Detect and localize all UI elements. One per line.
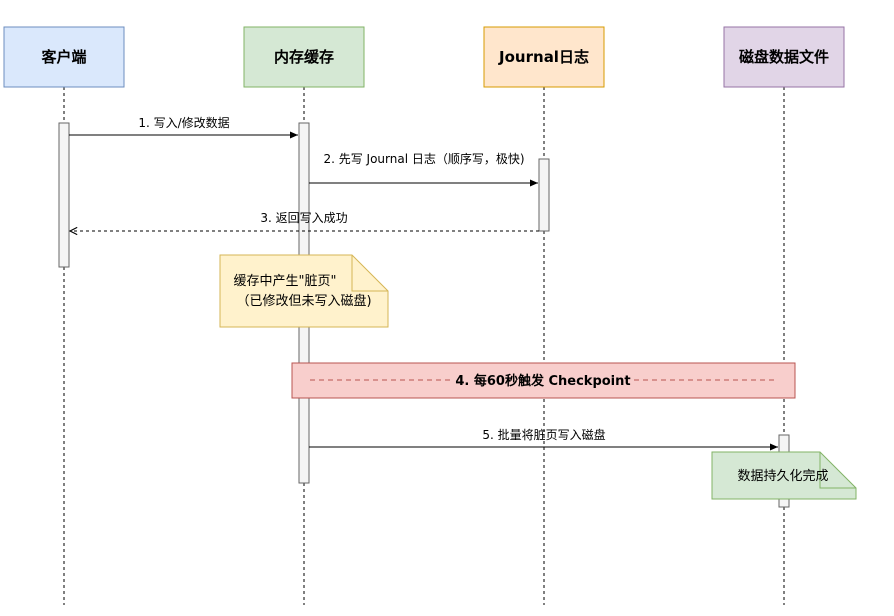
participant-label: Journal日志 xyxy=(498,48,589,66)
note-dirty-page: 缓存中产生"脏页" （已修改但未写入磁盘) xyxy=(219,254,389,328)
message-5: 5. 批量将脏页写入磁盘 xyxy=(309,427,778,451)
message-label: 1. 写入/修改数据 xyxy=(138,115,229,130)
participant-journal: Journal日志 xyxy=(483,26,605,88)
message-3: 3. 返回写入成功 xyxy=(70,211,539,231)
checkpoint-label: 4. 每60秒触发 Checkpoint xyxy=(455,373,630,389)
note-text: 缓存中产生"脏页" xyxy=(234,274,337,289)
participant-label: 内存缓存 xyxy=(274,48,334,66)
note-text: 数据持久化完成 xyxy=(737,469,828,484)
participant-cache: 内存缓存 xyxy=(243,26,365,88)
participant-disk: 磁盘数据文件 xyxy=(723,26,845,88)
message-label: 3. 返回写入成功 xyxy=(260,211,347,225)
note-text: （已修改但未写入磁盘) xyxy=(236,293,371,309)
activation-journal xyxy=(538,158,550,232)
participant-label: 磁盘数据文件 xyxy=(739,48,829,66)
message-label: 5. 批量将脏页写入磁盘 xyxy=(482,427,605,442)
message-1: 1. 写入/修改数据 xyxy=(69,115,298,139)
checkpoint-band: 4. 每60秒触发 Checkpoint xyxy=(291,362,796,399)
participant-client: 客户端 xyxy=(3,26,125,88)
message-label: 2. 先写 Journal 日志（顺序写，极快) xyxy=(323,151,524,166)
message-2: 2. 先写 Journal 日志（顺序写，极快) xyxy=(309,151,538,187)
note-persist: 数据持久化完成 xyxy=(711,451,857,500)
activation-client xyxy=(58,122,70,268)
participant-label: 客户端 xyxy=(40,48,86,66)
